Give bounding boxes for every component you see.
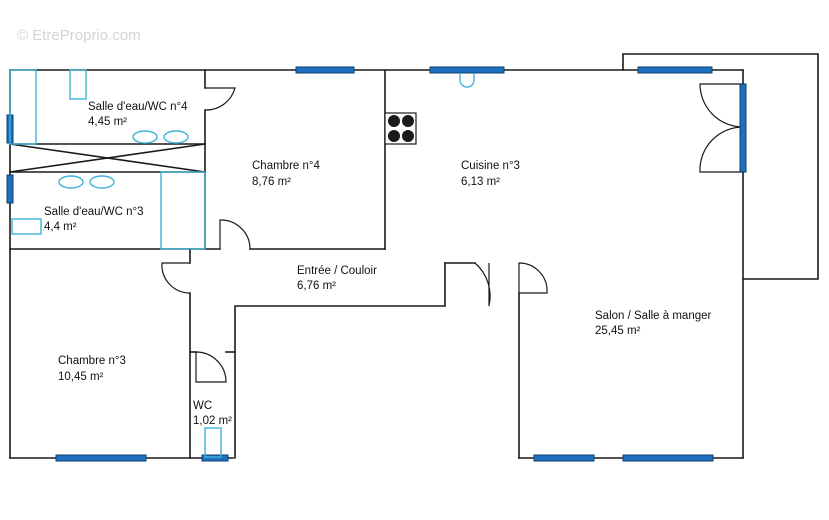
room-name-cuisine: Cuisine n°3	[461, 160, 520, 172]
room-area-cuisine: 6,13 m²	[461, 176, 500, 188]
door-chambre3	[161, 262, 191, 294]
room-name-sde4: Salle d'eau/WC n°4	[88, 101, 188, 113]
sink-right-sde4	[163, 130, 189, 144]
room-name-chambre4: Chambre n°4	[252, 160, 320, 172]
toilet-wc	[204, 427, 222, 458]
room-area-chambre3: 10,45 m²	[58, 371, 104, 383]
window-chambre3	[55, 454, 147, 462]
sink-left-sde4	[132, 130, 158, 144]
room-name-sde3: Salle d'eau/WC n°3	[44, 206, 144, 218]
fixtures	[9, 69, 475, 458]
door-terrace-bottom	[699, 126, 744, 173]
window-salon-bottom-2	[622, 454, 714, 462]
room-name-wc: WC	[193, 400, 212, 412]
sink-right-sde3	[89, 175, 115, 189]
kitchen-sink-icon	[459, 73, 475, 88]
door-chambre4	[219, 219, 251, 250]
window-sde3	[6, 174, 14, 204]
duct-cross-2	[9, 143, 206, 173]
cooktop-icon	[384, 112, 417, 145]
door-entrance	[474, 262, 491, 307]
shower-tray-sde3	[160, 171, 206, 250]
wc-bowl-sde4	[69, 69, 87, 100]
window-chambre4	[295, 66, 355, 74]
room-area-salon: 25,45 m²	[595, 325, 641, 337]
window-cuisine	[429, 66, 505, 74]
room-labels: Salle d'eau/WC n°4 4,45 m² Salle d'eau/W…	[44, 101, 712, 427]
room-area-chambre4: 8,76 m²	[252, 176, 291, 188]
window-salon-top	[637, 66, 713, 74]
room-area-sde4: 4,45 m²	[88, 116, 127, 128]
window-wc	[201, 454, 229, 462]
room-area-wc: 1,02 m²	[193, 415, 232, 427]
sink-left-sde3	[58, 175, 84, 189]
wc-bowl-sde3	[11, 218, 42, 235]
door-wc	[195, 351, 227, 383]
door-terrace-top	[699, 83, 744, 128]
room-area-entree: 6,76 m²	[297, 280, 336, 292]
room-name-chambre3: Chambre n°3	[58, 355, 126, 367]
window-salon-bottom-1	[533, 454, 595, 462]
door-sde4	[204, 87, 236, 111]
room-name-salon: Salon / Salle à manger	[595, 310, 712, 322]
wall-corridor-bottom	[234, 262, 446, 459]
terrace-outline	[622, 53, 819, 280]
door-salon	[518, 262, 548, 294]
shower-tray-sde4	[9, 69, 37, 145]
room-name-entree: Entrée / Couloir	[297, 265, 377, 277]
watermark: © EtreProprio.com	[17, 27, 141, 44]
room-area-sde3: 4,4 m²	[44, 221, 77, 233]
window-terrace	[739, 83, 747, 173]
doors	[161, 83, 744, 383]
